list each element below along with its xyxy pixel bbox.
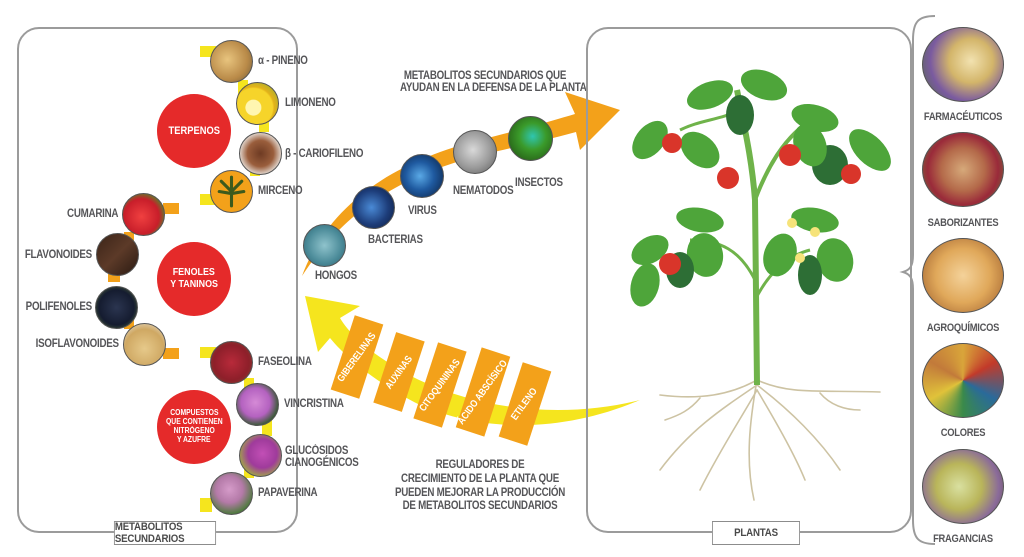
plant-panel-title: PLANTAS <box>712 521 800 545</box>
threat-nematodos: NEMATODOS <box>453 185 514 197</box>
fragrances-image-icon <box>922 449 1004 524</box>
flavorings-image-icon <box>922 132 1004 207</box>
poppy-flower-image-icon <box>210 472 253 515</box>
colors-image-icon <box>922 343 1004 418</box>
grapes-image-icon <box>95 286 138 329</box>
insect-image-icon <box>508 116 553 161</box>
pharmaceuticals-image-icon <box>922 27 1004 102</box>
threat-hongos: HONGOS <box>315 270 357 282</box>
regulators-caption: REGULADORES DE CRECIMIENTO DE LA PLANTA … <box>394 459 566 513</box>
pink-flower-image-icon <box>239 434 282 477</box>
chocolate-image-icon <box>96 233 139 276</box>
clove-image-icon <box>239 132 282 175</box>
cannabis-leaf-image-icon <box>210 170 253 213</box>
compound-flavonoides: FLAVONOIDES <box>24 249 92 261</box>
bacteria-image-icon <box>352 186 395 229</box>
use-agroquimicos: AGROQUÍMICOS <box>926 322 1000 334</box>
nematode-image-icon <box>453 130 497 174</box>
threat-virus: VIRUS <box>408 205 437 217</box>
beans-image-icon <box>210 341 253 384</box>
compound-vincristina: VINCRISTINA <box>284 398 344 410</box>
strawberry-image-icon <box>122 193 165 236</box>
group-compuestos-nitrogeno-azufre: COMPUESTOS QUE CONTIENEN NITRÓGENO Y AZU… <box>157 390 231 464</box>
compound-beta-cariofileno: β - CARIOFILENO <box>285 148 364 160</box>
compound-isoflavonoides: ISOFLAVONOIDES <box>35 338 119 350</box>
compound-papaverina: PAPAVERINA <box>258 487 318 499</box>
use-farmaceuticos: FARMACÉUTICOS <box>923 111 1003 123</box>
compound-cumarina: CUMARINA <box>66 208 118 220</box>
compound-polifenoles: POLIFENOLES <box>25 301 92 313</box>
periwinkle-flower-image-icon <box>236 383 279 426</box>
agrochemicals-image-icon <box>922 238 1004 313</box>
lemon-image-icon <box>236 82 279 125</box>
use-colores: COLORES <box>940 427 986 439</box>
group-fenoles-taninos: FENOLES Y TANINOS <box>157 242 231 316</box>
compound-mirceno: MIRCENO <box>258 185 303 197</box>
compound-faseolina: FASEOLINA <box>258 356 312 368</box>
ginger-image-icon <box>210 40 253 83</box>
defense-arrow-title: METABOLITOS SECUNDARIOS QUE AYUDAN EN LA… <box>400 70 587 95</box>
use-fragancias: FRAGANCIAS <box>933 533 993 545</box>
virus-image-icon <box>400 154 444 198</box>
compound-limoneno: LIMONENO <box>285 97 336 109</box>
brace <box>899 15 936 545</box>
compound-glucosidos-cianogenicos: GLUCÓSIDOS CIANOGÉNICOS <box>285 445 359 470</box>
metabolites-panel-title: METABOLITOS SECUNDARIOS <box>113 521 217 545</box>
fungi-image-icon <box>303 224 346 267</box>
compound-alpha-pineno: α - PINENO <box>258 55 308 67</box>
group-terpenos: TERPENOS <box>157 94 231 168</box>
threat-insectos: INSECTOS <box>515 177 563 189</box>
soybeans-image-icon <box>123 323 166 366</box>
use-saborizantes: SABORIZANTES <box>927 217 999 229</box>
threat-bacterias: BACTERIAS <box>368 234 423 246</box>
